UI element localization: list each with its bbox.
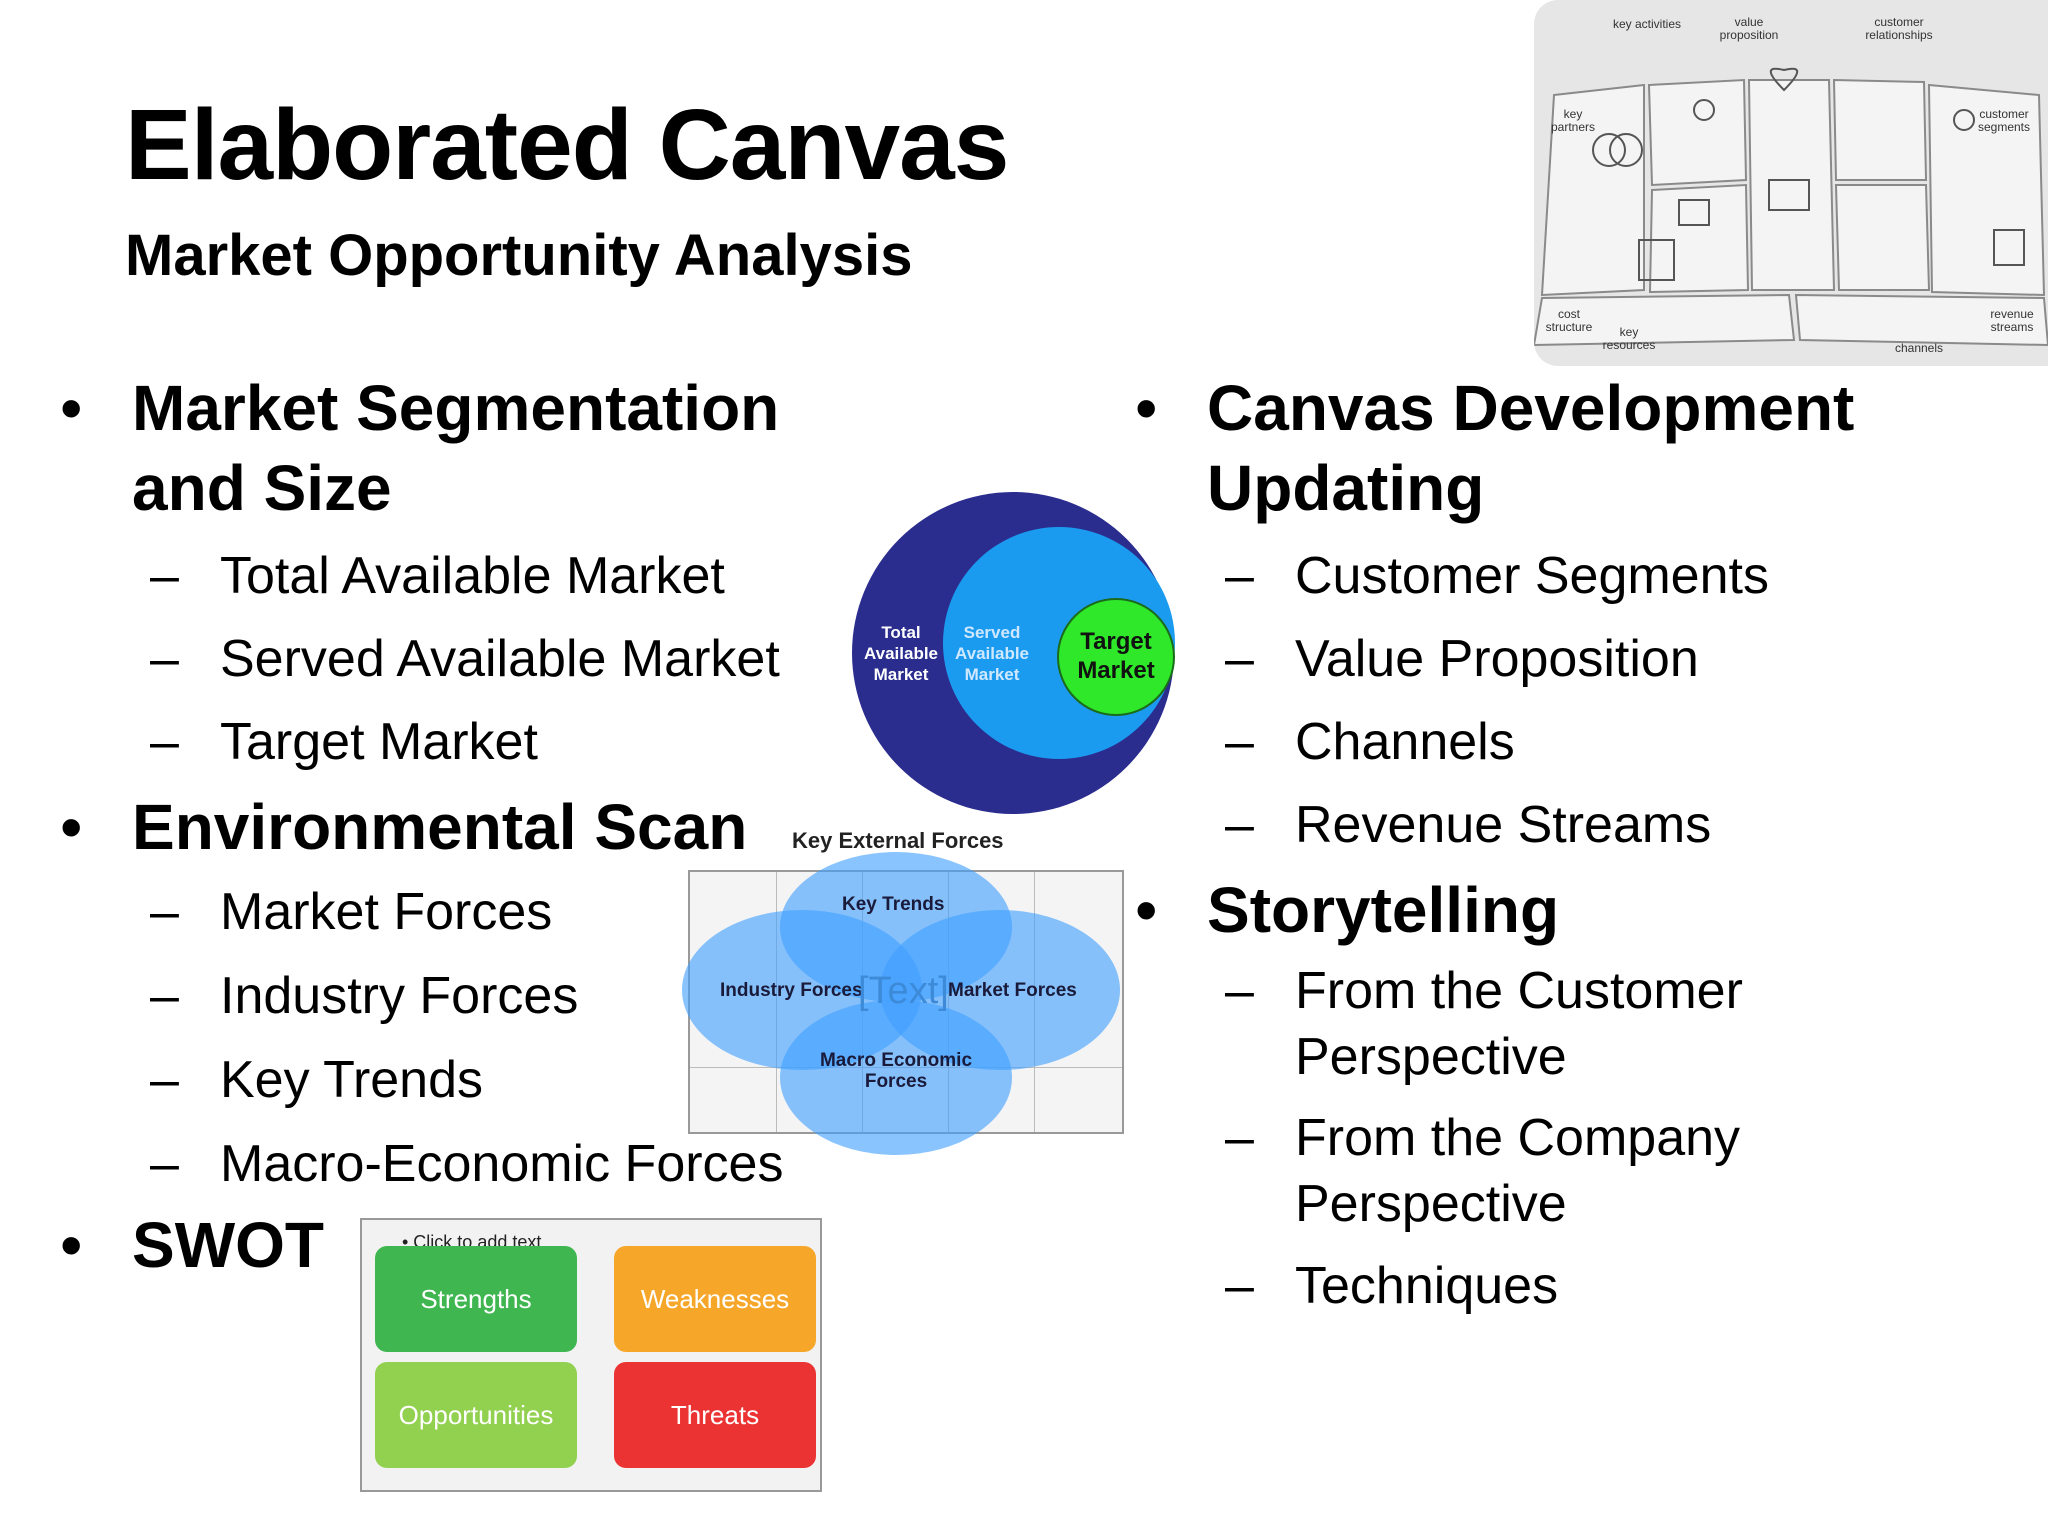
left-bullets: Market Segmentation and Size Total Avail… [60,368,1012,1285]
center-text-placeholder: [Text] [858,970,949,1012]
forces-title: Key External Forces [792,828,1004,853]
bullet-storytelling: Storytelling From the Customer Perspecti… [1135,870,1967,1320]
total-market-label: Total Available Market [863,623,939,684]
industry-forces-label: Industry Forces [720,980,863,1001]
bullet-swot: SWOT [60,1205,1012,1285]
bullet-environmental-scan: Environmental Scan Market Forces Industr… [60,787,1012,1197]
label-revenue-streams: revenue streams [1990,307,2034,334]
sub-bullet: Industry Forces [150,963,1012,1029]
sub-bullet: Macro-Economic Forces [150,1131,1012,1197]
macro-economic-ellipse [780,1000,1012,1155]
sub-bullet: Revenue Streams [1225,791,1967,859]
business-model-canvas-image: key activities value proposition custome… [1534,0,2048,366]
label-channels: channels [1894,341,1944,355]
label-key-resources: key resources [1602,325,1656,352]
slide-title: Elaborated Canvas [125,89,1009,201]
label-cost-structure: cost structure [1545,307,1593,334]
sub-bullet: Customer Segments [1225,542,1967,610]
sub-bullet: From the Customer Perspective [1225,958,1967,1090]
label-value-proposition: value proposition [1719,15,1779,42]
bullet-canvas-development: Canvas Development Updating Customer Seg… [1135,368,1967,859]
target-market-circle [1057,598,1175,716]
sub-bullet: From the Company Perspective [1225,1105,1967,1237]
market-forces-label: Market Forces [948,980,1077,1001]
weaknesses-box: Weaknesses [614,1246,816,1352]
canvas-sketch-icon [1534,67,2048,347]
threats-box: Threats [614,1362,816,1468]
label-customer-relationships: customer relationships [1865,15,1933,42]
slide-subtitle: Market Opportunity Analysis [125,223,913,288]
swot-diagram: • Click to add text Strengths Weaknesses… [360,1218,822,1492]
key-trends-label: Key Trends [842,894,945,915]
strengths-box: Strengths [375,1246,577,1352]
served-market-label: Served Available Market [954,623,1030,684]
bullet-market-segmentation: Market Segmentation and Size Total Avail… [60,368,1012,776]
right-bullets: Canvas Development Updating Customer Seg… [1135,368,1967,1335]
sub-bullet: Techniques [1225,1252,1967,1320]
sub-bullet: Value Proposition [1225,625,1967,693]
sub-bullet: Market Forces [150,879,1012,945]
label-customer-segments: customer segments [1977,107,2031,134]
target-market-label: Target Market [1077,628,1155,684]
label-key-partners: key partners [1550,107,1596,134]
sub-bullet: Served Available Market [150,625,1012,693]
sub-bullet: Key Trends [150,1047,1012,1113]
label-key-activities: key activities [1612,17,1682,31]
macro-economic-label: Macro Economic Forces [819,1050,973,1092]
sub-bullet: Channels [1225,708,1967,776]
sub-bullet: Total Available Market [150,542,1012,610]
opportunities-box: Opportunities [375,1362,577,1468]
sub-bullet: Target Market [150,708,1012,776]
